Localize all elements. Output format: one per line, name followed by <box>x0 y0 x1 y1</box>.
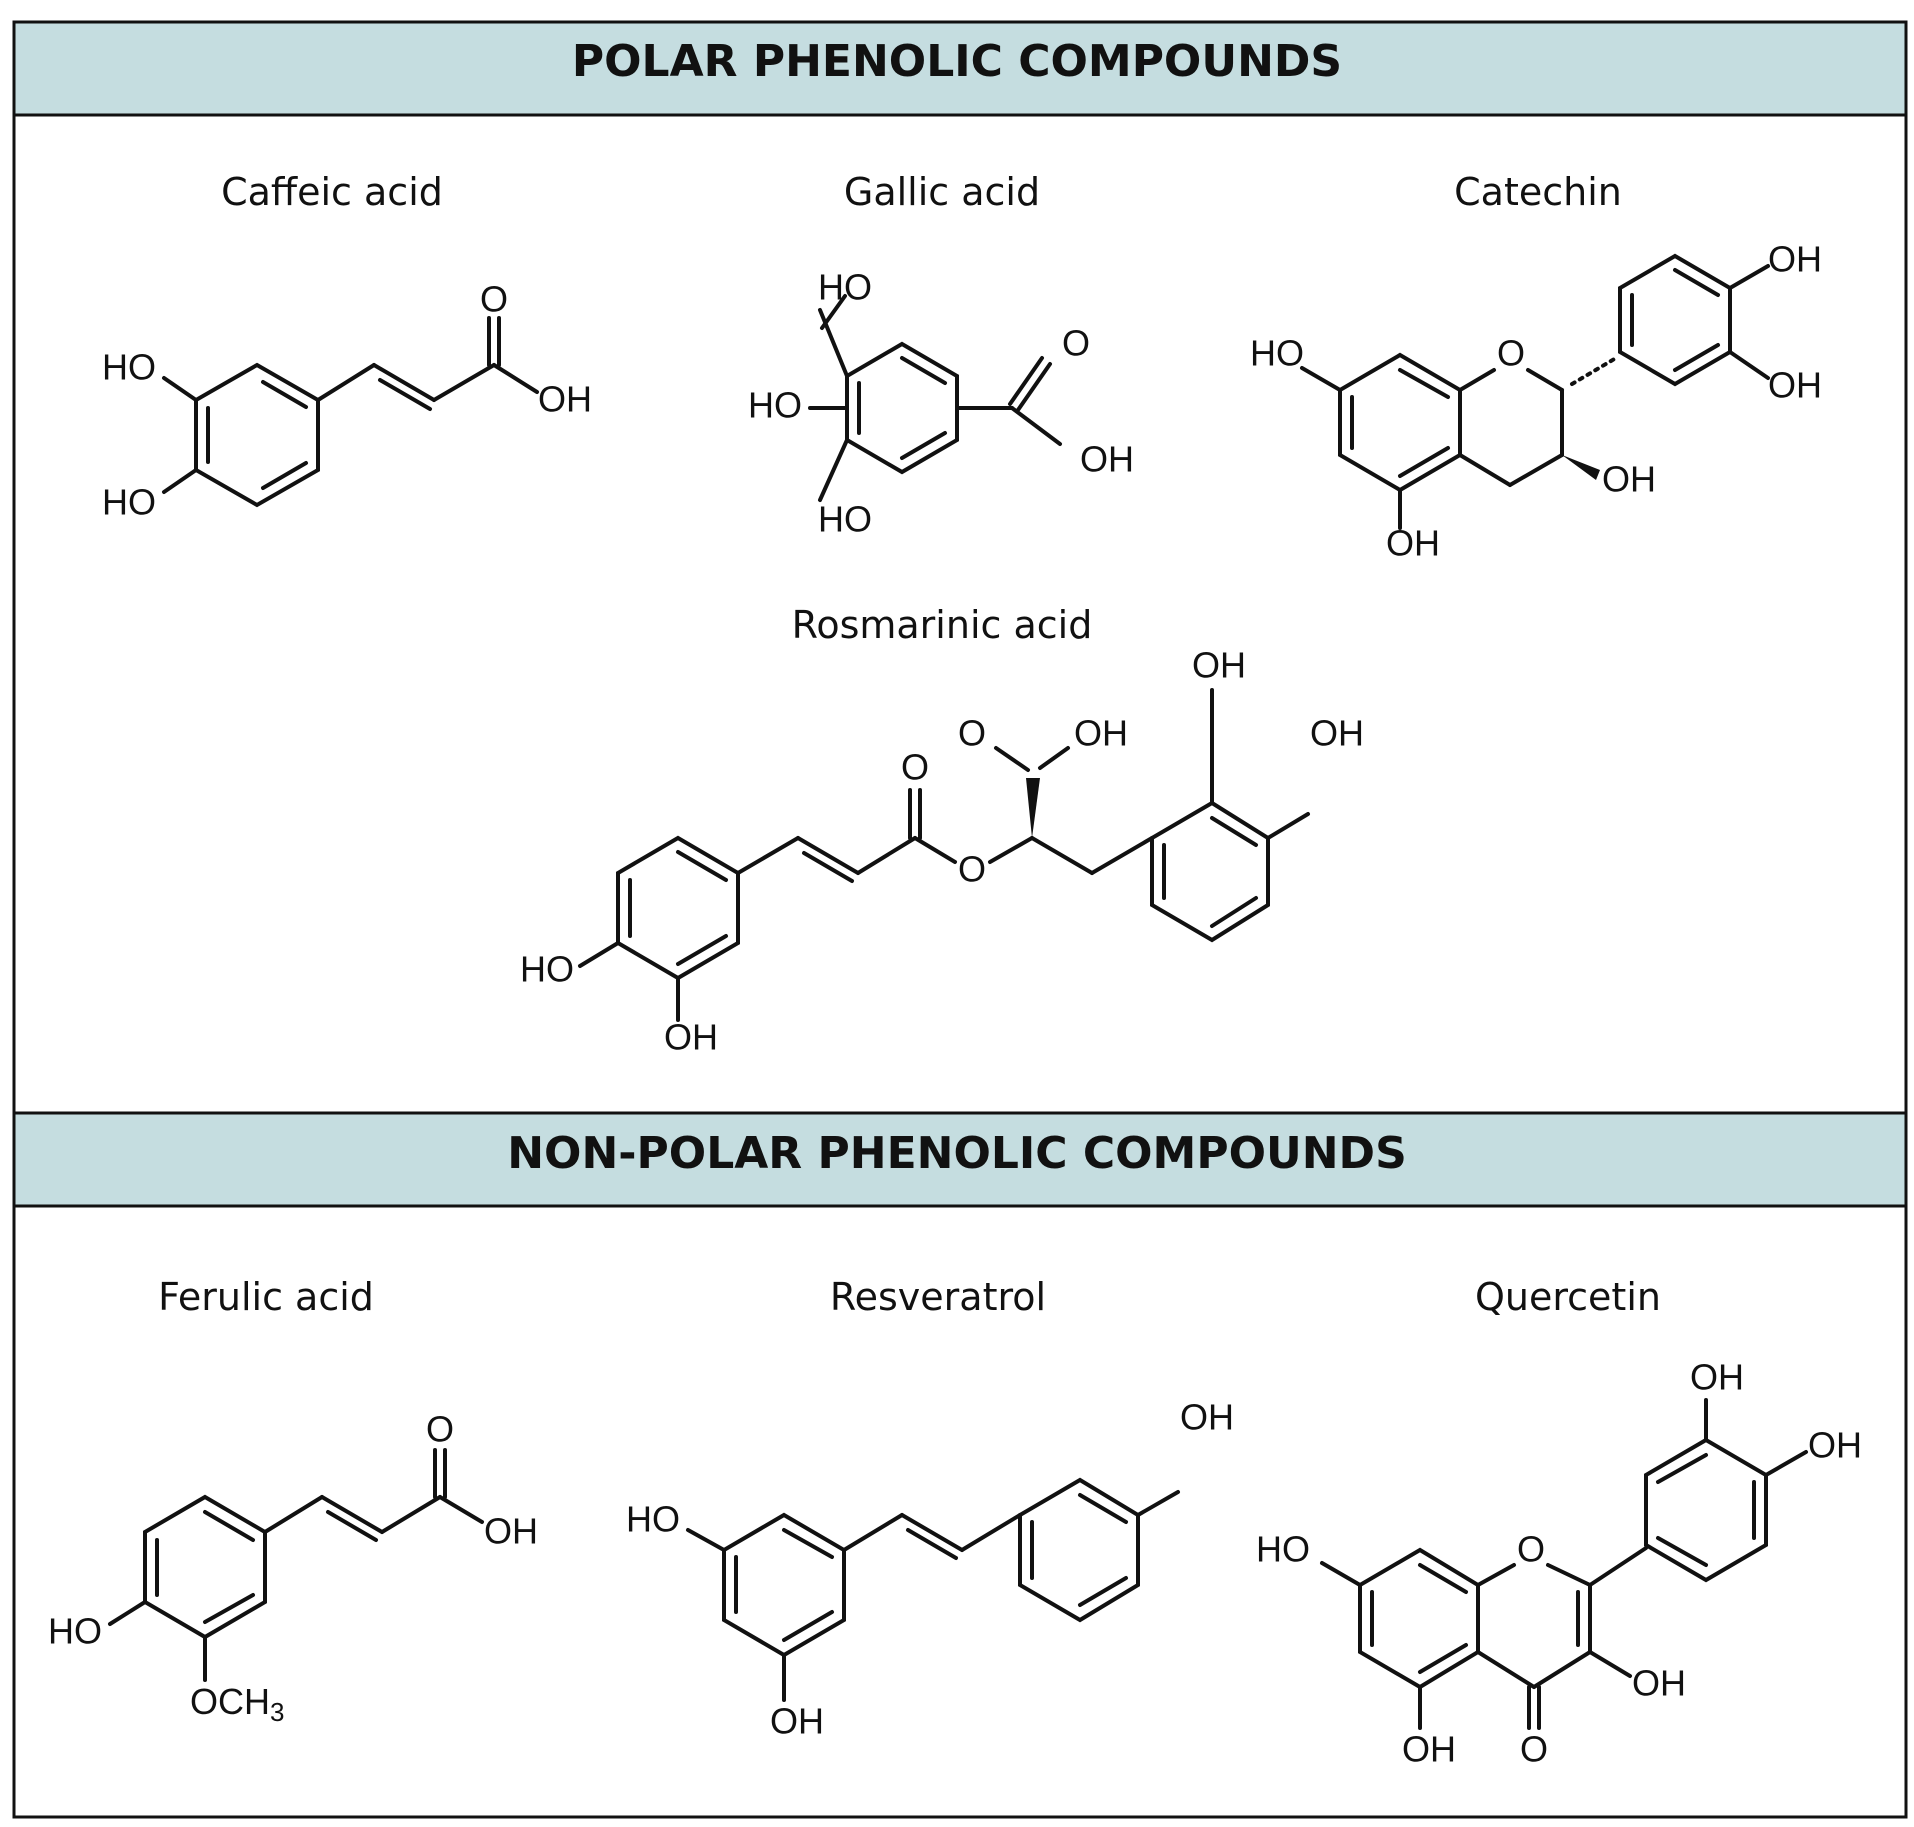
caffeic-oh-acid: OH <box>538 379 592 420</box>
ferulic-carbonyl-o: O <box>426 1409 454 1450</box>
ferulic-acid-name: Ferulic acid <box>158 1275 374 1319</box>
nonpolar-section-title: NON-POLAR PHENOLIC COMPOUNDS <box>507 1128 1407 1179</box>
quercetin-oh-right: OH <box>1808 1425 1862 1466</box>
gallic-ho-bottom: HO <box>818 499 872 540</box>
catechin-oh-top: OH <box>1768 239 1822 280</box>
rosmarinic-acid-name: Rosmarinic acid <box>792 603 1093 647</box>
quercetin-oh-bottom: OH <box>1402 1729 1456 1770</box>
ferulic-acid-structure <box>108 1448 484 1682</box>
catechin-ho: HO <box>1250 333 1304 374</box>
quercetin-structure <box>1320 1398 1808 1730</box>
quercetin-ho: HO <box>1256 1529 1310 1570</box>
resveratrol-oh-top: OH <box>1180 1397 1234 1438</box>
quercetin-ring-o: O <box>1517 1529 1545 1570</box>
caffeic-carbonyl-o: O <box>480 279 508 320</box>
rosmarinic-oh-top: OH <box>1192 645 1246 686</box>
gallic-acid-name: Gallic acid <box>844 170 1040 214</box>
quercetin-name: Quercetin <box>1475 1275 1661 1319</box>
gallic-oh-acid: OH <box>1080 439 1134 480</box>
quercetin-carbonyl-o: O <box>1520 1729 1548 1770</box>
gallic-carbonyl-o: O <box>1062 323 1090 364</box>
gallic-ho-top: HO <box>818 267 872 308</box>
ferulic-oh-acid: OH <box>484 1511 538 1552</box>
caffeic-acid-structure <box>162 316 539 508</box>
catechin-oh-right: OH <box>1768 365 1822 406</box>
polar-header-band <box>12 20 1908 117</box>
gallic-ho-middle: HO <box>748 385 802 426</box>
gallic-acid-structure <box>808 294 1062 502</box>
quercetin-oh-3: OH <box>1632 1663 1686 1704</box>
resveratrol-name: Resveratrol <box>830 1275 1046 1319</box>
resveratrol-structure <box>686 1477 1180 1702</box>
ferulic-ho: HO <box>48 1611 102 1652</box>
rosmarinic-ester-o: O <box>958 849 986 890</box>
rosmarinic-oh-acid: OH <box>1074 713 1128 754</box>
rosmarinic-acid-carbonyl-o: O <box>958 713 986 754</box>
rosmarinic-acid-structure <box>578 688 1310 1022</box>
resveratrol-oh-bottom: OH <box>770 1701 824 1742</box>
caffeic-ho-bottom: HO <box>102 482 156 523</box>
rosmarinic-ho: HO <box>520 949 574 990</box>
catechin-name: Catechin <box>1454 170 1622 214</box>
resveratrol-ho: HO <box>626 1499 680 1540</box>
catechin-oh-bottom: OH <box>1386 523 1440 564</box>
rosmarinic-ester-carbonyl-o: O <box>901 747 929 788</box>
catechin-structure <box>1300 253 1770 530</box>
rosmarinic-oh-bottom: OH <box>664 1017 718 1058</box>
catechin-oh-ring: OH <box>1602 459 1656 500</box>
rosmarinic-oh-right: OH <box>1310 713 1364 754</box>
ferulic-methoxy: OCH3 <box>190 1681 284 1727</box>
caffeic-ho-top: HO <box>102 347 156 388</box>
catechin-ring-o: O <box>1497 333 1525 374</box>
polar-section-title: POLAR PHENOLIC COMPOUNDS <box>572 36 1342 87</box>
caffeic-acid-name: Caffeic acid <box>221 170 443 214</box>
nonpolar-header-band <box>12 1111 1908 1208</box>
quercetin-oh-top: OH <box>1690 1357 1744 1398</box>
